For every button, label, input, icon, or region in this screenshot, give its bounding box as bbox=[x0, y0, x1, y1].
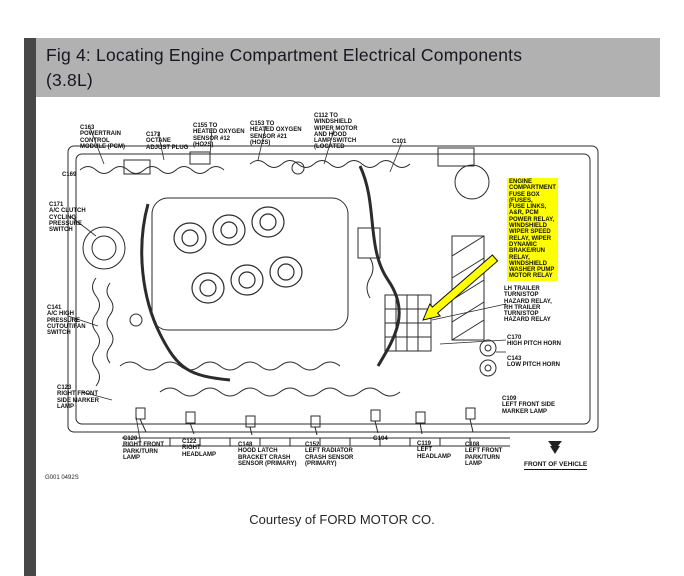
diagram-label-c170: C170 HIGH PITCH HORN bbox=[507, 335, 561, 348]
diagram-label-c109: C109 LEFT FRONT SIDE MARKER LAMP bbox=[502, 396, 555, 415]
diagram-label-c169: C169 bbox=[62, 172, 77, 178]
fuse-box-highlight-arrow bbox=[422, 254, 499, 321]
diagram-label-c143: C143 LOW PITCH HORN bbox=[507, 356, 560, 369]
diagram-label-c120: C120 RIGHT FRONT PARK/TURN LAMP bbox=[123, 436, 164, 461]
diagram-label-g104: G104 bbox=[373, 436, 388, 442]
figure-title-line2: (3.8L) bbox=[46, 70, 93, 90]
diagram-plate-code: G001 0492S bbox=[45, 475, 79, 481]
diagram-label-c122: C122 RIGHT HEADLAMP bbox=[182, 439, 216, 458]
diagram-label-c171: C171 A/C CLUTCH CYCLING PRESSURE SWITCH bbox=[49, 202, 86, 234]
diagram-label-c108: C108 LEFT FRONT PARK/TURN LAMP bbox=[465, 442, 503, 467]
diagram-label-c141: C141 A/C HIGH PRESSURE CUTOUT/FAN SWITCH bbox=[47, 305, 86, 337]
diagram-label-c123: C123 RIGHT FRONT SIDE MARKER LAMP bbox=[57, 385, 100, 410]
diagram-label-c101: C101 bbox=[392, 139, 407, 145]
figure-title-bar: Fig 4: Locating Engine Compartment Elect… bbox=[36, 38, 660, 97]
diagram-label-c153: C153 TO HEATED OXYGEN SENSOR #21 (HO2S) bbox=[250, 121, 302, 146]
engine-diagram bbox=[40, 108, 630, 488]
diagram-label-c173: C173 OCTANE ADJUST PLUG bbox=[146, 132, 189, 151]
figure-title-line1: Fig 4: Locating Engine Compartment Elect… bbox=[46, 45, 523, 65]
diagram-label-c163: C163 POWERTRAIN CONTROL MODULE (PCM) bbox=[80, 125, 125, 150]
courtesy-line: Courtesy of FORD MOTOR CO. bbox=[249, 512, 435, 527]
diagram-label-c152: C152 LEFT RADIATOR CRASH SENSOR (PRIMARY… bbox=[305, 442, 354, 467]
left-edge-bar bbox=[24, 38, 36, 576]
diagram-label-c112: C112 TO WINDSHIELD WIPER MOTOR AND HOOD … bbox=[314, 113, 358, 151]
front-of-vehicle-icon bbox=[546, 440, 564, 461]
diagram-label-fuse-box: ENGINE COMPARTMENT FUSE BOX (FUSES, FUSE… bbox=[507, 178, 558, 281]
diagram-label-c119: C119 LEFT HEADLAMP bbox=[417, 441, 451, 460]
engine-diagram-art bbox=[67, 125, 599, 447]
front-of-vehicle-label: FRONT OF VEHICLE bbox=[524, 461, 588, 470]
diagram-label-c148: C148 HOOD LATCH BRACKET CRASH SENSOR (PR… bbox=[238, 442, 297, 467]
diagram-label-trailer-relays: LH TRAILER TURN/STOP HAZARD RELAY, RH TR… bbox=[504, 286, 552, 324]
diagram-label-c155: C155 TO HEATED OXYGEN SENSOR #12 (HO2S) bbox=[193, 123, 245, 148]
